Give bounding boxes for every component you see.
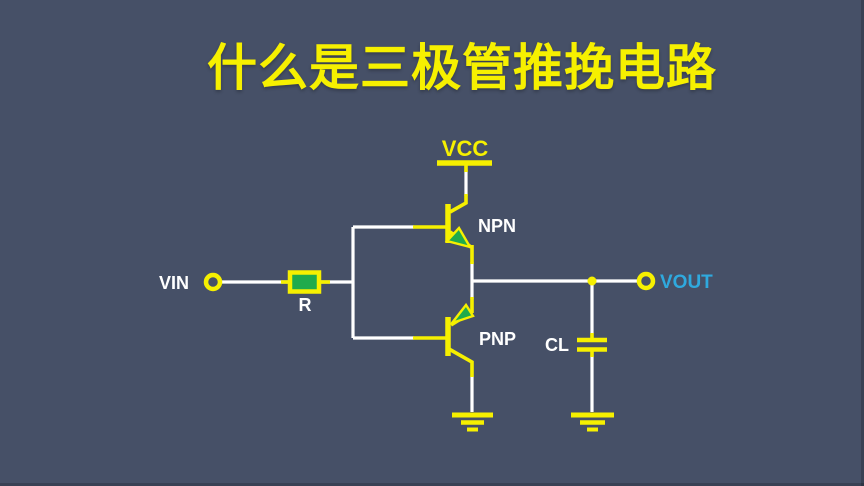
resistor-body bbox=[287, 270, 322, 294]
vcc-label: VCC bbox=[442, 136, 489, 161]
vin-label: VIN bbox=[159, 273, 189, 293]
input-terminal: VIN bbox=[159, 272, 223, 293]
npn-label: NPN bbox=[478, 216, 516, 236]
load-capacitor-symbol: CL bbox=[545, 335, 607, 355]
npn-collector-lead bbox=[449, 194, 468, 214]
vout-terminal-icon bbox=[636, 271, 656, 291]
page-title: 什么是三极管推挽电路 bbox=[207, 40, 717, 96]
npn-transistor-symbol bbox=[444, 204, 473, 249]
pnp-emitter-arrow-icon bbox=[448, 302, 475, 326]
output-terminal: VOUT bbox=[587, 271, 713, 293]
frame-bottom-edge bbox=[0, 483, 864, 486]
pnp-transistor-symbol bbox=[445, 302, 475, 356]
ground-icon-capacitor bbox=[571, 412, 614, 432]
pnp-collector-lead bbox=[448, 347, 474, 377]
resistor-label: R bbox=[299, 295, 312, 315]
wires bbox=[222, 170, 639, 412]
vcc-symbol: VCC bbox=[437, 136, 492, 166]
vout-label: VOUT bbox=[660, 272, 713, 293]
npn-emitter-arrow-icon bbox=[444, 225, 473, 249]
output-junction-dot bbox=[587, 276, 597, 286]
capacitor-label: CL bbox=[545, 335, 569, 355]
frame-right-edge bbox=[861, 0, 864, 486]
ground-icon-pnp bbox=[452, 412, 493, 432]
pnp-label: PNP bbox=[479, 329, 516, 349]
vin-terminal-icon bbox=[203, 272, 223, 292]
resistor-symbol: R bbox=[287, 270, 322, 315]
